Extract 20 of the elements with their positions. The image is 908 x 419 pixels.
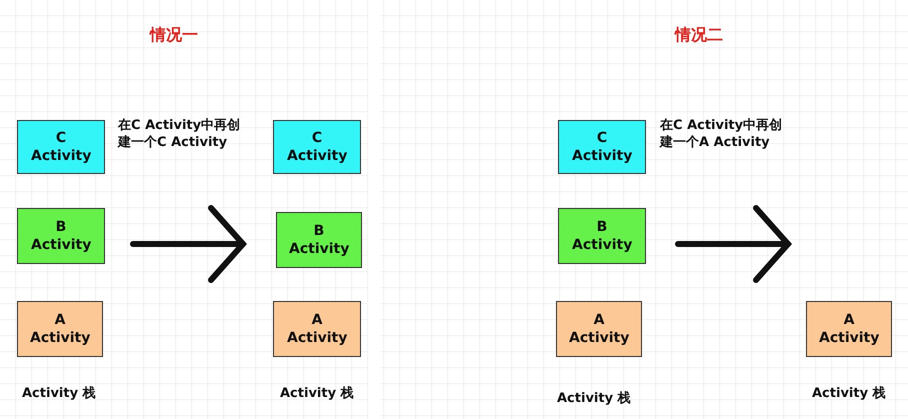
- activity-box: A Activity: [17, 301, 103, 357]
- stack-caption: Activity 栈: [557, 390, 632, 407]
- annotation-text: 在C Activity中再创建一个A Activity: [660, 117, 784, 151]
- activity-box: B Activity: [276, 212, 362, 268]
- stack-caption: Activity 栈: [22, 385, 97, 402]
- activity-box: A Activity: [806, 301, 892, 357]
- stack-caption: Activity 栈: [280, 385, 355, 402]
- activity-box: C Activity: [558, 120, 646, 174]
- arrow: [130, 205, 246, 283]
- annotation-text: 在C Activity中再创建一个C Activity: [118, 117, 242, 151]
- arrow: [675, 205, 791, 283]
- section-heading: 情况二: [675, 26, 724, 43]
- activity-box: C Activity: [17, 120, 105, 174]
- activity-box: A Activity: [273, 301, 361, 357]
- activity-box: C Activity: [273, 120, 361, 174]
- activity-box: A Activity: [556, 301, 642, 357]
- stack-caption: Activity 栈: [812, 385, 887, 402]
- activity-box: B Activity: [558, 208, 646, 264]
- activity-box: B Activity: [17, 208, 105, 264]
- section-heading: 情况一: [150, 26, 199, 43]
